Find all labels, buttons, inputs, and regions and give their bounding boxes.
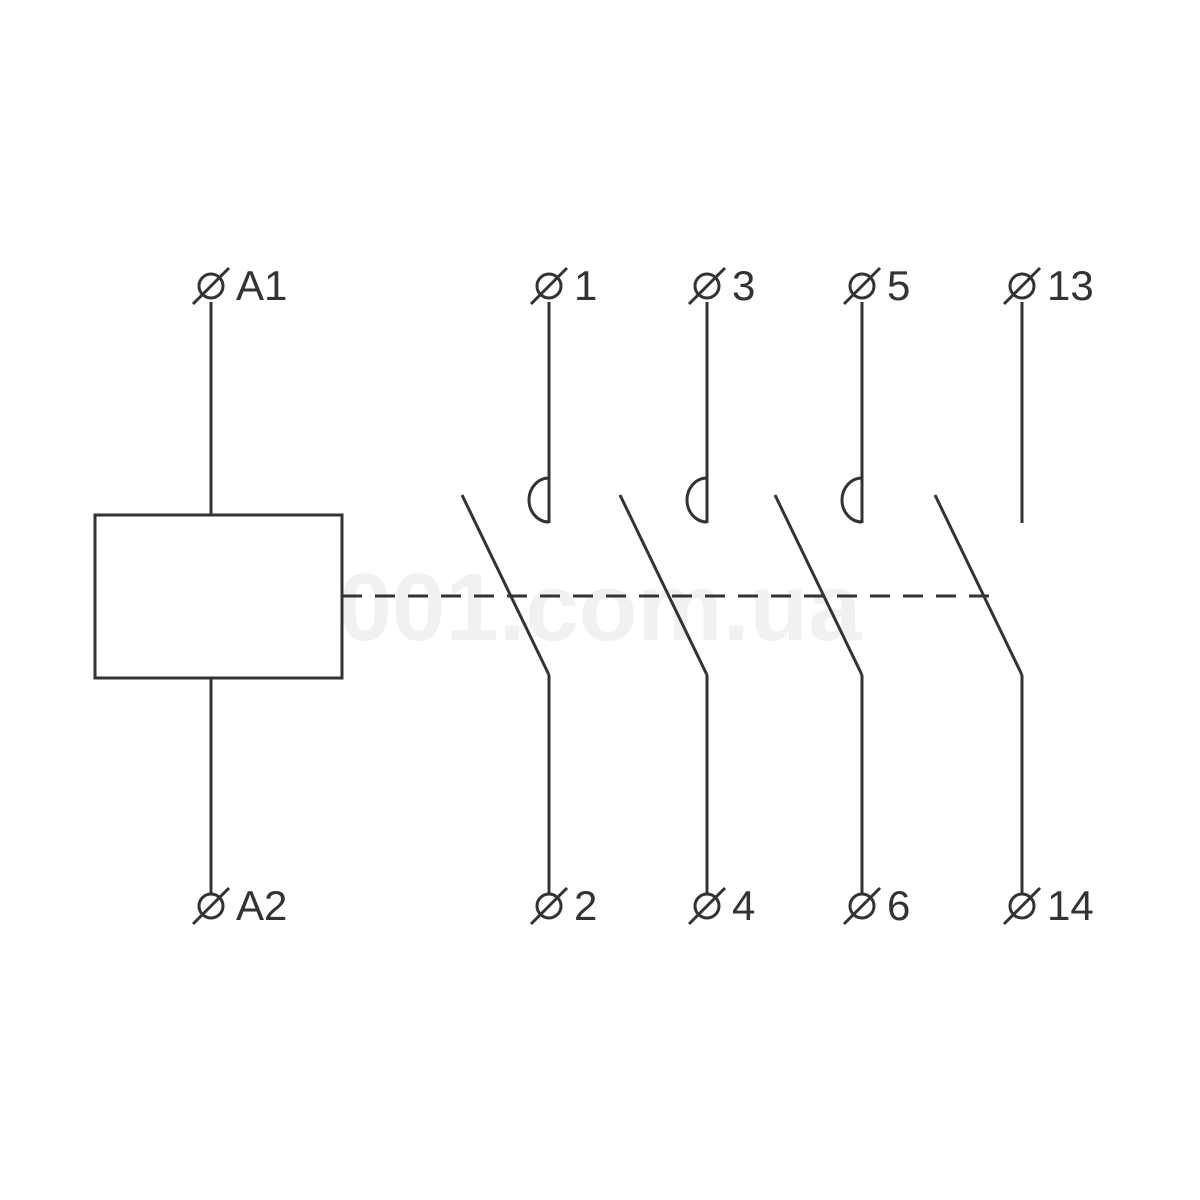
screw-terminal-icon (842, 266, 882, 306)
switch-blade (933, 494, 1024, 676)
terminal-2: 2 (529, 882, 597, 929)
coil (93, 302, 344, 893)
screw-terminal-icon (529, 266, 569, 306)
watermark: 001.com.ua (339, 554, 863, 661)
contact-arc-icon (685, 476, 708, 524)
terminal-label-a2: A2 (236, 882, 287, 929)
coil-terminal-a2: A2 (191, 882, 287, 929)
main-pole-5-6 (773, 302, 864, 893)
coil-terminal-a1: A1 (191, 262, 287, 309)
terminal-label-a1: A1 (236, 262, 287, 309)
screw-terminal-icon (1002, 266, 1042, 306)
terminal-label-3: 3 (732, 262, 755, 309)
terminal-1: 1 (529, 262, 597, 309)
switch-blade (460, 494, 551, 676)
screw-terminal-icon (529, 886, 569, 926)
screw-terminal-icon (842, 886, 882, 926)
terminal-4: 4 (687, 882, 755, 929)
contact-arc-icon (527, 476, 550, 524)
terminal-5: 5 (842, 262, 910, 309)
terminal-3: 3 (687, 262, 755, 309)
switch-blade (773, 494, 864, 676)
terminal-label-13: 13 (1047, 262, 1094, 309)
terminal-label-6: 6 (887, 882, 910, 929)
terminal-14: 14 (1002, 882, 1094, 929)
terminal-13: 13 (1002, 262, 1094, 309)
terminal-label-1: 1 (574, 262, 597, 309)
terminal-label-5: 5 (887, 262, 910, 309)
auxiliary-contact-13-14 (933, 302, 1024, 893)
main-pole-1-2 (460, 302, 551, 893)
coil-rectangle (93, 513, 344, 680)
screw-terminal-icon (687, 266, 727, 306)
terminal-label-14: 14 (1047, 882, 1094, 929)
main-pole-3-4 (618, 302, 709, 893)
screw-terminal-icon (1002, 886, 1042, 926)
terminal-label-2: 2 (574, 882, 597, 929)
contact-arc-icon (840, 476, 863, 524)
screw-terminal-icon (191, 266, 231, 306)
switch-blade (618, 494, 709, 676)
screw-terminal-icon (191, 886, 231, 926)
terminal-6: 6 (842, 882, 910, 929)
screw-terminal-icon (687, 886, 727, 926)
terminal-label-4: 4 (732, 882, 755, 929)
